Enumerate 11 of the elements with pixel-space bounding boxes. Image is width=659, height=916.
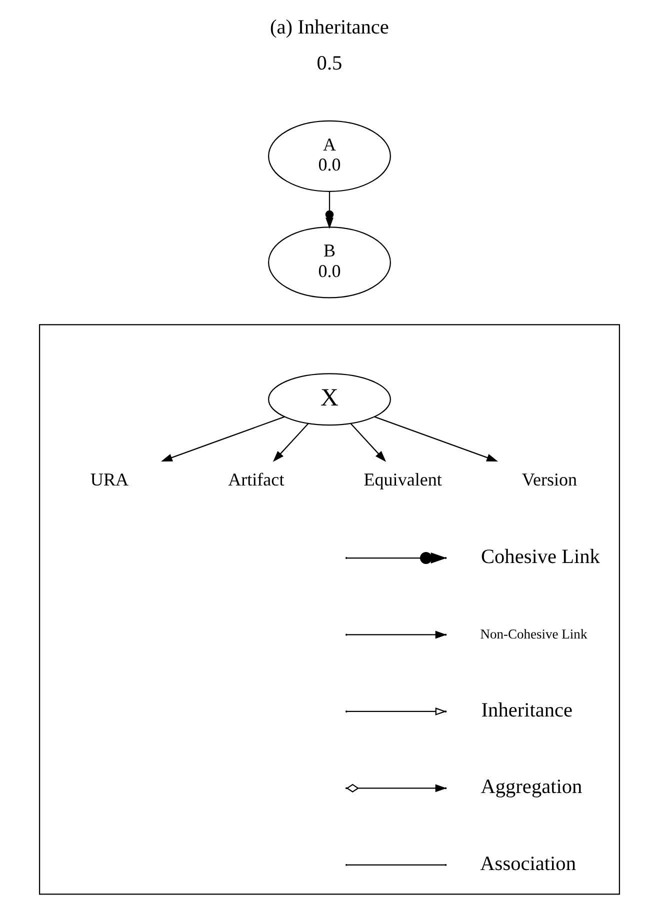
legend-label: Association [480, 852, 576, 875]
legend-label: Inheritance [481, 699, 573, 722]
legend-label: Non-Cohesive Link [480, 626, 588, 642]
node-text: Version [522, 470, 578, 490]
diagram-title: (a) Inheritance [270, 16, 389, 38]
node-text: Artifact [228, 470, 284, 490]
legend-label: Aggregation [480, 776, 582, 798]
node-text: URA [90, 470, 129, 490]
legend-label: Cohesive Link [481, 546, 600, 568]
label: 0.5 [316, 52, 342, 75]
node-text: Equivalent [364, 470, 442, 490]
